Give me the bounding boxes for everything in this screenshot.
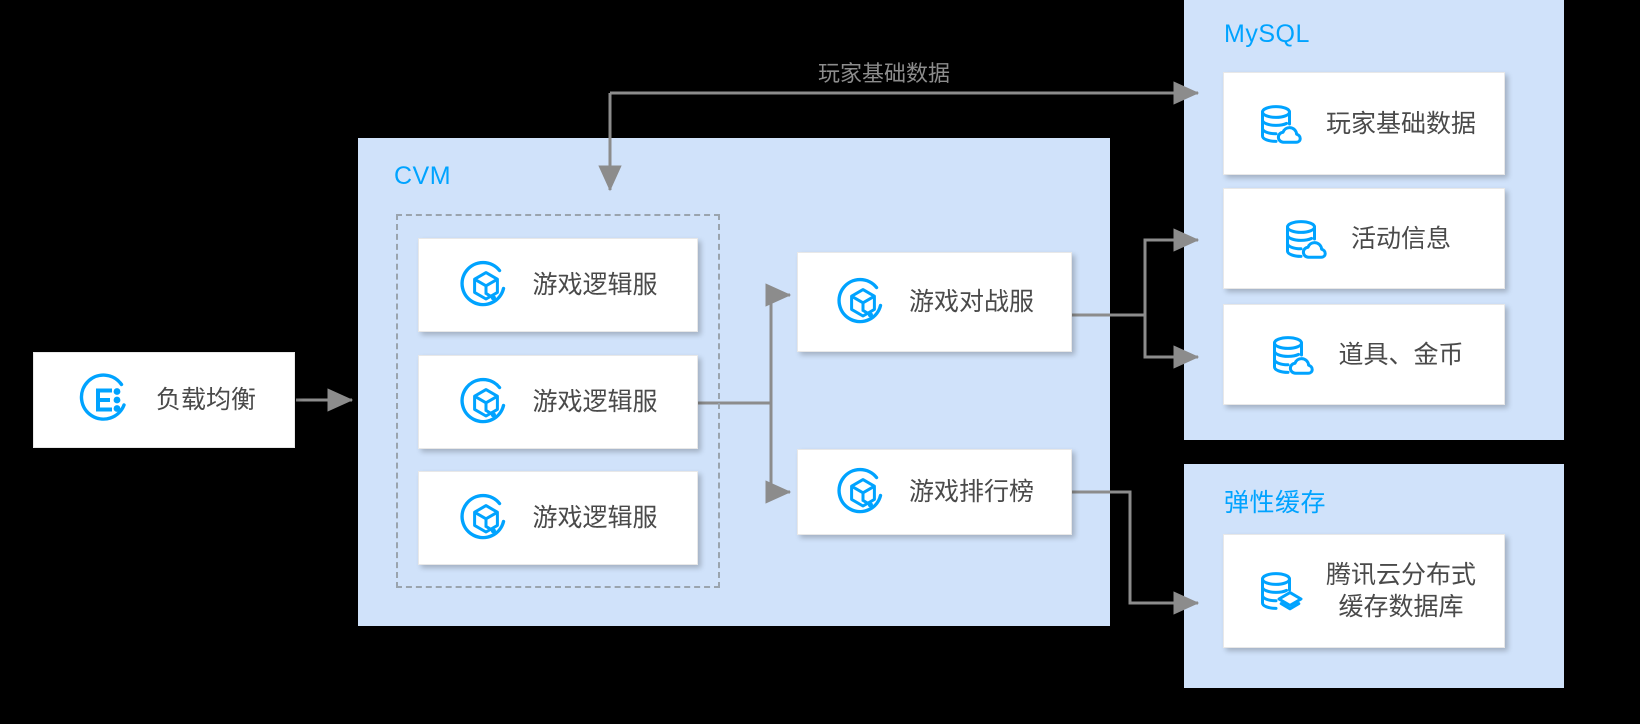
logic-server-group: [396, 214, 720, 588]
cache-db-card[interactable]: 腾讯云分布式 缓存数据库: [1223, 534, 1505, 648]
mysql-db-label: 活动信息: [1350, 224, 1451, 253]
cvm-region-label: CVM: [394, 162, 452, 190]
edge-label-player-base-data: 玩家基础数据: [818, 61, 951, 86]
ranking-server-card[interactable]: 游戏排行榜: [797, 449, 1072, 535]
logic-server-card-2[interactable]: 游戏逻辑服: [418, 355, 698, 449]
cvm-instance-icon: [460, 493, 506, 540]
logic-server-card-3[interactable]: 游戏逻辑服: [418, 471, 698, 565]
load-balancer-icon: [79, 373, 126, 421]
mysql-db-label: 玩家基础数据: [1325, 109, 1476, 138]
cloud-database-icon: [1273, 335, 1315, 375]
cvm-instance-icon: [837, 277, 883, 324]
logic-server-label: 游戏逻辑服: [532, 504, 658, 532]
cvm-instance-icon: [837, 467, 883, 514]
logic-server-label: 游戏逻辑服: [532, 271, 658, 299]
logic-server-label: 游戏逻辑服: [532, 388, 658, 416]
ranking-server-label: 游戏排行榜: [908, 478, 1034, 506]
mysql-db-card-3[interactable]: 道具、金币: [1223, 304, 1505, 405]
mysql-region-label: MySQL: [1224, 20, 1310, 48]
battle-server-card[interactable]: 游戏对战服: [797, 252, 1072, 352]
cloud-database-icon: [1260, 104, 1302, 144]
cache-db-label: 腾讯云分布式 缓存数据库: [1325, 561, 1476, 621]
cvm-instance-icon: [460, 377, 506, 424]
mysql-db-card-1[interactable]: 玩家基础数据: [1223, 72, 1505, 175]
distributed-cache-icon: [1260, 572, 1303, 611]
mysql-db-label: 道具、金币: [1338, 340, 1464, 369]
cloud-database-icon: [1285, 219, 1327, 259]
cvm-instance-icon: [460, 260, 506, 307]
cache-region-label: 弹性缓存: [1224, 489, 1327, 517]
battle-server-label: 游戏对战服: [908, 288, 1034, 316]
logic-server-card-1[interactable]: 游戏逻辑服: [418, 238, 698, 332]
load-balancer-card[interactable]: 负载均衡: [33, 352, 295, 448]
mysql-db-card-2[interactable]: 活动信息: [1223, 188, 1505, 289]
load-balancer-label: 负载均衡: [156, 386, 257, 414]
